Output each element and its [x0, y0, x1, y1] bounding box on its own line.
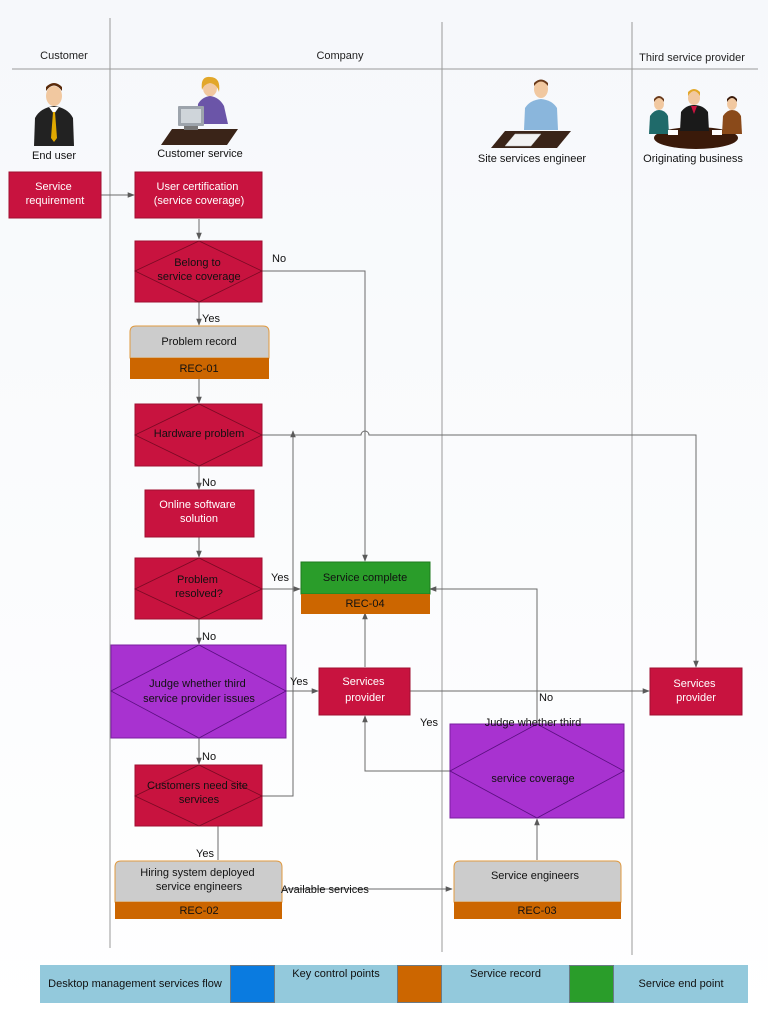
- node-services-provider-middle: Services provider: [318, 667, 411, 716]
- legend-swatch-key-control: [397, 965, 442, 1003]
- svg-text:Judge whether third: Judge whether third: [485, 717, 582, 729]
- svg-text:Service engineers: Service engineers: [491, 870, 580, 882]
- role-customer-service: Customer service: [157, 148, 243, 160]
- record-problem: Problem record REC-01: [129, 325, 270, 379]
- svg-text:Service complete: Service complete: [323, 572, 407, 584]
- edge-label-yes: Yes: [290, 676, 308, 688]
- role-originating-business: Originating business: [643, 153, 743, 165]
- svg-text:Belong to service covera: Belong to service coverage: [157, 257, 240, 283]
- svg-text:REC-04: REC-04: [345, 598, 384, 610]
- edge-label-no: No: [539, 692, 553, 704]
- legend-label-end-point: Service end point: [638, 977, 724, 990]
- swimlane-frame: [12, 18, 758, 955]
- edge-label-available-services: Available services: [281, 884, 369, 896]
- lane-title-third-party: Third service provider: [639, 52, 745, 64]
- legend-swatch-service-record: [569, 965, 614, 1003]
- svg-text:Services provider: Services provider: [673, 678, 718, 704]
- business-meeting-icon: [649, 89, 742, 149]
- site-engineer-icon: [491, 79, 571, 148]
- svg-text:Hiring system deployed s: Hiring system deployed service engineers: [140, 867, 257, 893]
- legend-swatch-flow: [230, 965, 275, 1003]
- decision-problem-resolved: Problem resolved?: [134, 557, 263, 620]
- svg-text:User certification (serv: User certification (service coverage): [154, 181, 244, 207]
- svg-text:Online software solution: Online software solution: [159, 499, 239, 525]
- svg-text:Service requirement: Service requirement: [26, 181, 85, 207]
- end-service-complete: Service complete REC-04: [300, 561, 431, 614]
- svg-text:Hardware problem: Hardware problem: [154, 428, 244, 440]
- decision-judge-third-provider: Judge whether third service provider iss…: [110, 644, 287, 739]
- record-service-engineers: Service engineers REC-03: [453, 860, 622, 919]
- svg-text:REC-01: REC-01: [179, 363, 218, 375]
- edge-label-no: No: [202, 631, 216, 643]
- svg-text:Customers need site serv: Customers need site services: [147, 780, 251, 806]
- customer-service-icon: [161, 76, 238, 145]
- node-services-provider-right: Services provider: [649, 667, 743, 716]
- edge-label-no: No: [272, 253, 286, 265]
- node-service-requirement: Service requirement: [8, 171, 102, 219]
- decision-judge-coverage: Judge whether third service coverage: [449, 717, 625, 819]
- record-hiring-system: Hiring system deployed service engineers…: [114, 860, 283, 919]
- svg-text:Services provider: Services provider: [342, 676, 387, 704]
- edge-label-yes: Yes: [202, 313, 220, 325]
- end-user-icon: [34, 83, 74, 146]
- svg-text:Problem resolved?: Problem resolved?: [175, 574, 223, 600]
- edge-label-no: No: [202, 477, 216, 489]
- lane-title-company: Company: [316, 50, 364, 62]
- edge-label-yes: Yes: [196, 848, 214, 860]
- svg-text:Problem record: Problem record: [161, 336, 236, 348]
- lane-title-customer: Customer: [40, 50, 88, 62]
- decision-hardware-problem: Hardware problem: [134, 403, 263, 467]
- role-site-engineer: Site services engineer: [478, 153, 587, 165]
- node-user-certification: User certification (service coverage): [134, 171, 263, 219]
- legend-label-key-control: Key control points: [292, 968, 380, 980]
- decision-customers-site: Customers need site services: [134, 764, 263, 827]
- connectors: [101, 192, 699, 892]
- legend-label-flow: Desktop management services flow: [48, 977, 222, 990]
- edge-label-no: No: [202, 751, 216, 763]
- svg-text:service coverage: service coverage: [491, 773, 574, 785]
- legend: Desktop management services flow Key con…: [40, 965, 748, 1003]
- node-online-software: Online software solution: [144, 489, 255, 538]
- role-end-user: End user: [32, 150, 76, 162]
- edge-label-yes: Yes: [271, 572, 289, 584]
- edge-label-yes: Yes: [420, 717, 438, 729]
- svg-text:REC-03: REC-03: [517, 905, 556, 917]
- legend-label-service-record: Service record: [470, 968, 541, 980]
- svg-text:REC-02: REC-02: [179, 905, 218, 917]
- svg-text:Judge whether third serv: Judge whether third service provider iss…: [143, 678, 255, 705]
- decision-belong-coverage: Belong to service coverage: [134, 240, 263, 303]
